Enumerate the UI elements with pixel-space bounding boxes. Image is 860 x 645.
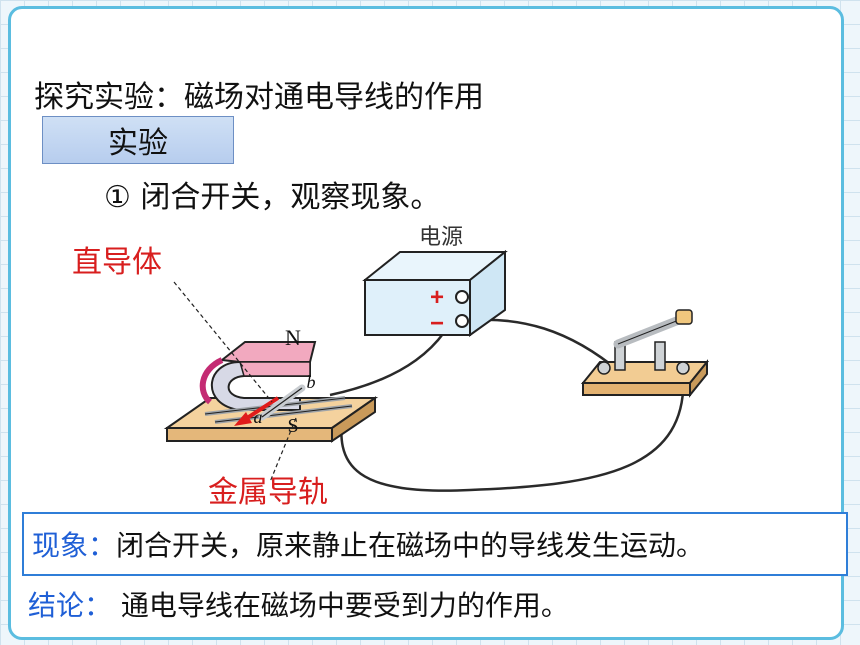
horseshoe-magnet xyxy=(199,341,317,411)
conclusion: 结论： 通电导线在磁场中要受到力的作用。 xyxy=(28,584,569,624)
phenomenon-box: 现象： 闭合开关，原来静止在磁场中的导线发生运动。 xyxy=(22,512,848,576)
wire-to-switch xyxy=(461,318,621,373)
page-title: 探究实验：磁场对通电导线的作用 xyxy=(34,80,484,115)
conclusion-text: 通电导线在磁场中要受到力的作用。 xyxy=(120,589,569,622)
phenomenon-text: 闭合开关，原来静止在磁场中的导线发生运动。 xyxy=(116,529,705,562)
metal-rail-label: 金属导轨 xyxy=(208,475,328,510)
leader-line-conductor xyxy=(173,281,273,403)
phenomenon-label: 现象： xyxy=(32,529,117,562)
experiment-label-box: 实验 xyxy=(42,116,234,164)
straight-conductor-label: 直导体 xyxy=(72,245,162,280)
wire-return xyxy=(340,371,685,492)
negative-terminal xyxy=(455,314,469,328)
step-instruction: ① 闭合开关，观察现象。 xyxy=(104,180,441,215)
magnet-n-label: N xyxy=(285,325,301,350)
plus-sign: + xyxy=(430,284,444,311)
knife-switch xyxy=(580,309,710,398)
minus-sign: − xyxy=(430,310,444,337)
positive-terminal xyxy=(455,290,469,304)
conclusion-label: 结论： xyxy=(28,589,113,622)
rod-end-b: b xyxy=(307,372,316,392)
power-supply: + − xyxy=(362,249,508,337)
power-supply-label: 电源 xyxy=(419,225,463,250)
experiment-label: 实验 xyxy=(108,126,168,161)
switch-handle xyxy=(675,309,693,325)
leader-line-rail xyxy=(269,417,297,483)
force-arrow-head xyxy=(234,412,252,426)
rod-end-a: a xyxy=(254,407,263,427)
